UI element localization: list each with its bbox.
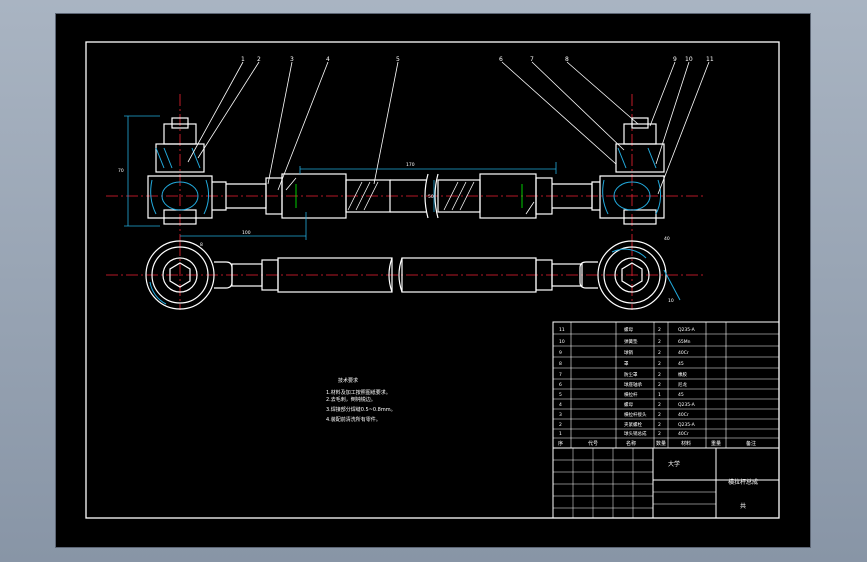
parts-row-name: 球销: [624, 349, 633, 356]
header-weight: 重量: [711, 440, 721, 447]
tech-req-item-2: 2.去毛刺，倒钝锐边。: [326, 396, 376, 403]
sheet-count: 共: [740, 502, 746, 510]
parts-row-mat: Q235-A: [678, 402, 696, 408]
parts-row-name: 横拉杆: [624, 391, 638, 398]
parts-row-qty: 2: [658, 361, 661, 367]
header-name: 名称: [626, 440, 636, 447]
parts-row-name: 防尘罩: [624, 371, 638, 378]
tech-req-item-1: 1.材料及加工按照图纸要求。: [326, 389, 391, 396]
ball-seats: [150, 147, 662, 215]
parts-row-mat: 45: [678, 392, 684, 398]
parts-row-qty: 2: [658, 412, 661, 418]
parts-row-mat: 橡胶: [678, 371, 687, 378]
dim-height: 70: [118, 168, 124, 174]
part-label-6: 6: [499, 56, 503, 63]
parts-row-no: 10: [559, 339, 565, 345]
parts-row-no: 5: [559, 392, 562, 398]
part-number-labels: 1 2 3 4 5 6 7 8 9 10 11: [241, 56, 714, 63]
parts-row-mat: 40Cr: [678, 412, 689, 418]
dim-ang-left: 8: [200, 242, 203, 248]
parts-row-no: 4: [559, 402, 562, 408]
parts-row-name: 螺母: [624, 401, 633, 408]
part-label-2: 2: [257, 56, 261, 63]
title-block: [552, 321, 780, 519]
dim-length: 170: [406, 162, 415, 168]
technical-requirements: 技术要求 1.材料及加工按照图纸要求。 2.去毛刺，倒钝锐边。 3.焊接部分焊缝…: [326, 377, 396, 423]
parts-row-no: 1: [559, 431, 562, 437]
leader-lines: [187, 61, 710, 195]
drawing-title: 横拉杆总成: [728, 478, 758, 486]
tie-rod-top-view: [145, 240, 667, 310]
parts-row-no: 6: [559, 382, 562, 388]
parts-row-name: 罩: [624, 361, 629, 367]
part-label-10: 10: [685, 56, 693, 63]
inner-frame: [85, 41, 780, 519]
parts-row-qty: 2: [658, 327, 661, 333]
parts-row-qty: 2: [658, 339, 661, 345]
part-label-7: 7: [530, 56, 534, 63]
parts-row-mat: 40Cr: [678, 350, 689, 356]
dim-offset: 100: [242, 230, 251, 236]
part-label-3: 3: [290, 56, 294, 63]
parts-row-no: 11: [559, 327, 565, 333]
parts-row-mat: 40Cr: [678, 431, 689, 437]
tech-req-item-4: 4.装配前清洗所有零件。: [326, 416, 381, 423]
parts-row-no: 3: [559, 412, 562, 418]
parts-list-header: 序 代号 名称 数量 材料 重量 备注: [558, 440, 756, 447]
parts-row-no: 8: [559, 361, 562, 367]
header-code: 代号: [588, 440, 598, 447]
parts-row-name: 球头销总成: [624, 430, 647, 437]
parts-row-name: 夹紧螺栓: [624, 421, 642, 428]
tech-req-item-3: 3.焊接部分焊缝0.5~0.8mm。: [326, 406, 396, 413]
part-label-5: 5: [396, 56, 400, 63]
tie-rod-section: [147, 117, 665, 225]
dimension-lines: [124, 115, 557, 240]
parts-row-mat: Q235-A: [678, 327, 696, 333]
parts-row-qty: 2: [658, 350, 661, 356]
parts-row-qty: 2: [658, 382, 661, 388]
parts-row-no: 7: [559, 372, 562, 378]
header-material: 材料: [681, 440, 691, 447]
parts-row-mat: 45: [678, 361, 684, 367]
part-label-11: 11: [706, 56, 714, 63]
part-label-8: 8: [565, 56, 569, 63]
title-block-texts: 大学 横拉杆总成 共: [668, 460, 758, 510]
part-label-1: 1: [241, 56, 245, 63]
thread-marks: [295, 184, 523, 208]
header-remark: 备注: [746, 440, 756, 447]
parts-row-qty: 2: [658, 402, 661, 408]
parts-row-qty: 2: [658, 372, 661, 378]
parts-row-name: 球座轴承: [624, 381, 642, 388]
bottom-view-accents: [149, 248, 681, 305]
header-qty: 数量: [656, 440, 666, 447]
drawing-sheet: 70 170 100 50 8 40 10 1 2 3 4 5 6 7 8 9 …: [56, 14, 810, 547]
tech-req-title: 技术要求: [338, 377, 358, 384]
parts-row-no: 9: [559, 350, 562, 356]
cad-drawing: 70 170 100 50 8 40 10 1 2 3 4 5 6 7 8 9 …: [85, 41, 780, 519]
parts-row-qty: 1: [658, 392, 661, 398]
parts-row-name: 弹簧垫: [624, 338, 638, 345]
parts-row-mat: 65Mn: [678, 339, 691, 345]
header-seq: 序: [558, 440, 563, 447]
parts-row-no: 2: [559, 422, 562, 428]
parts-row-qty: 2: [658, 431, 661, 437]
dim-ang-right-bot: 10: [668, 298, 674, 304]
parts-row-mat: Q235-A: [678, 422, 696, 428]
parts-row-name: 螺母: [624, 326, 633, 333]
section-hatch: [285, 177, 535, 215]
parts-row-qty: 2: [658, 422, 661, 428]
dimension-texts: 70 170 100 50 8 40 10: [118, 162, 674, 304]
dim-ang-right-top: 40: [664, 236, 670, 242]
parts-row-name: 横拉杆接头: [624, 411, 647, 418]
part-label-4: 4: [326, 56, 330, 63]
part-label-9: 9: [673, 56, 677, 63]
parts-row-mat: 尼龙: [678, 381, 687, 388]
dim-dia: 50: [428, 194, 434, 200]
school-name: 大学: [668, 460, 680, 468]
